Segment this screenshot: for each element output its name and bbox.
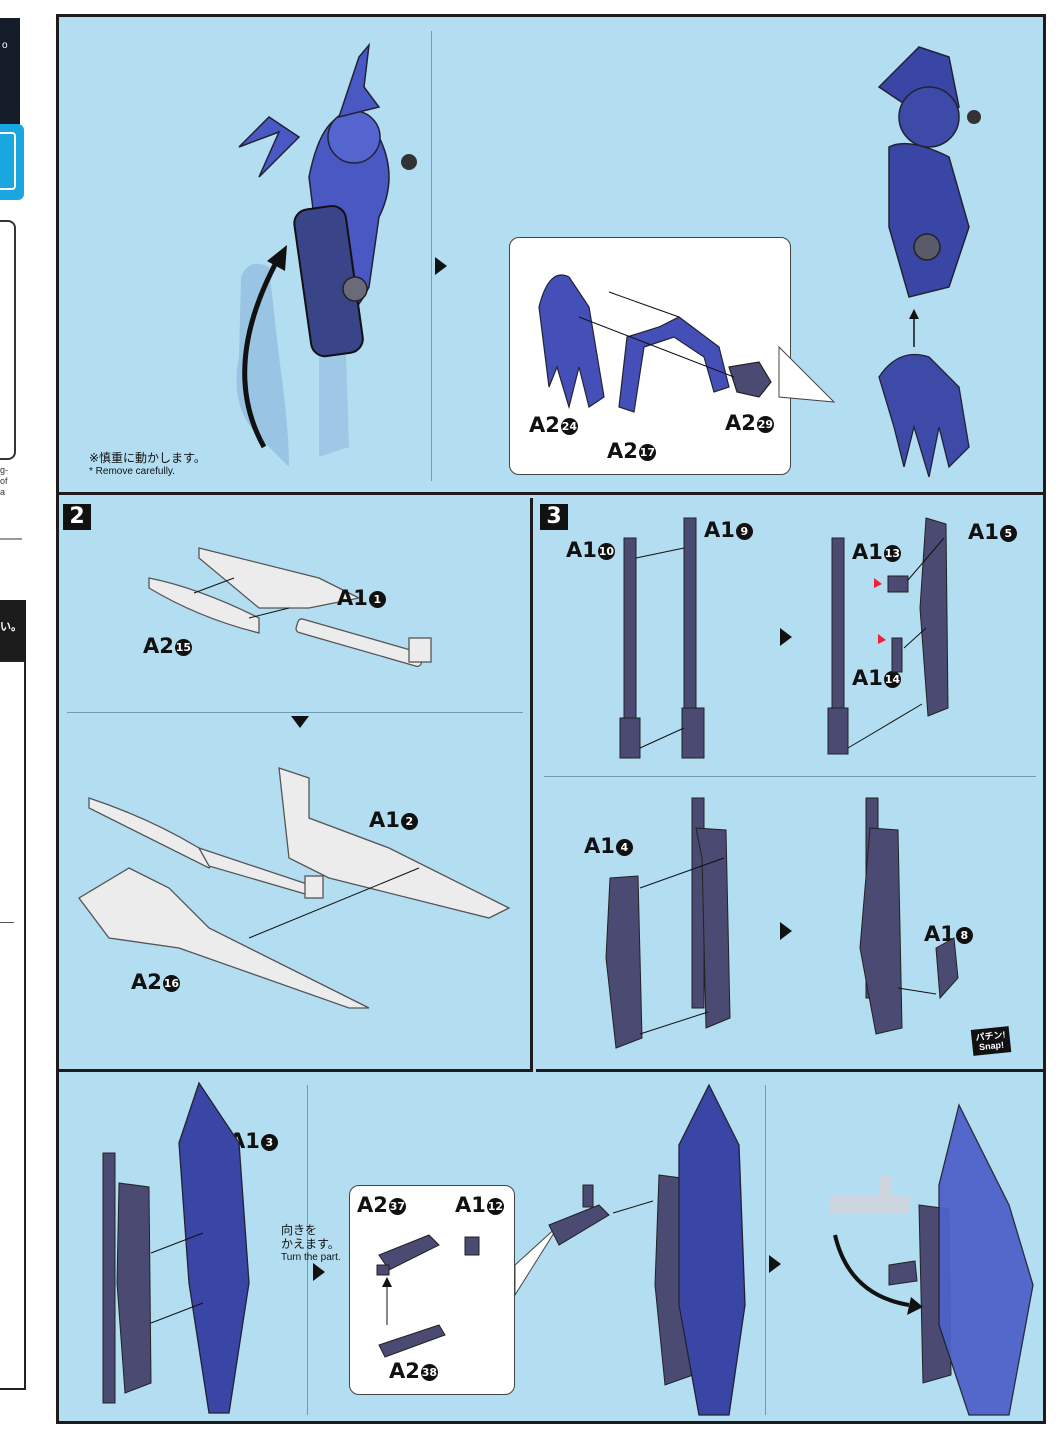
step4-sub3-illustration (829, 1103, 1034, 1416)
step1-divider (431, 31, 432, 481)
step2-down-arrow (291, 716, 309, 728)
strip-blue-tab-inner (0, 132, 16, 190)
step3-badge: 3 (540, 504, 568, 530)
step3-arrow-2 (780, 922, 792, 940)
strip-rule-2 (0, 922, 14, 923)
step3-divider-h (544, 776, 1036, 777)
step2-badge: 2 (63, 504, 91, 530)
strip-black-tab-text: い。 (0, 621, 22, 633)
step3-sub2-parts (605, 797, 731, 1049)
strip-black-tab (0, 600, 26, 660)
strip-top-text: o (2, 40, 8, 51)
turn-part-note: 向きを かえます。 Turn the part. (281, 1223, 341, 1263)
step4-divider-1 (307, 1085, 308, 1415)
snap-badge: パチン! Snap! (970, 1026, 1012, 1056)
strip-dark-block (0, 18, 20, 128)
pivot-parts-illustration (376, 1224, 560, 1358)
step4-divider-2 (765, 1085, 766, 1415)
step2-sub1-illustration (148, 547, 432, 667)
step3-arrow-1 (780, 628, 792, 646)
callout-pointer (778, 345, 836, 403)
step4-arrow-2 (769, 1255, 781, 1273)
hand-parts-illustration (538, 274, 772, 413)
step1-next-arrow (435, 257, 447, 275)
arm-rotation-illustration (236, 42, 417, 467)
step3-sub2-assembly (859, 797, 959, 1035)
assembled-arm-illustration (877, 46, 981, 478)
step4-sub2-illustration (548, 1083, 746, 1416)
adjacent-page-strip: o g- of a い。 (0, 0, 46, 1440)
strip-outline-box (0, 220, 16, 460)
step4-arrow-1 (313, 1263, 325, 1281)
step2-sub2-illustration (78, 767, 511, 1009)
step2-divider (67, 712, 523, 713)
step4-sub1-illustration (102, 1081, 250, 1414)
step3-sub1-assembly (827, 517, 949, 755)
step3-sub1-rods (619, 517, 705, 759)
strip-rule (0, 538, 22, 540)
strip-note: g- of a (0, 465, 9, 497)
remove-carefully-note: ※慎重に動かします。 * Remove carefully. (89, 451, 206, 477)
pivot-parts-callout (349, 1185, 515, 1395)
strip-outline-frame (0, 660, 26, 1390)
